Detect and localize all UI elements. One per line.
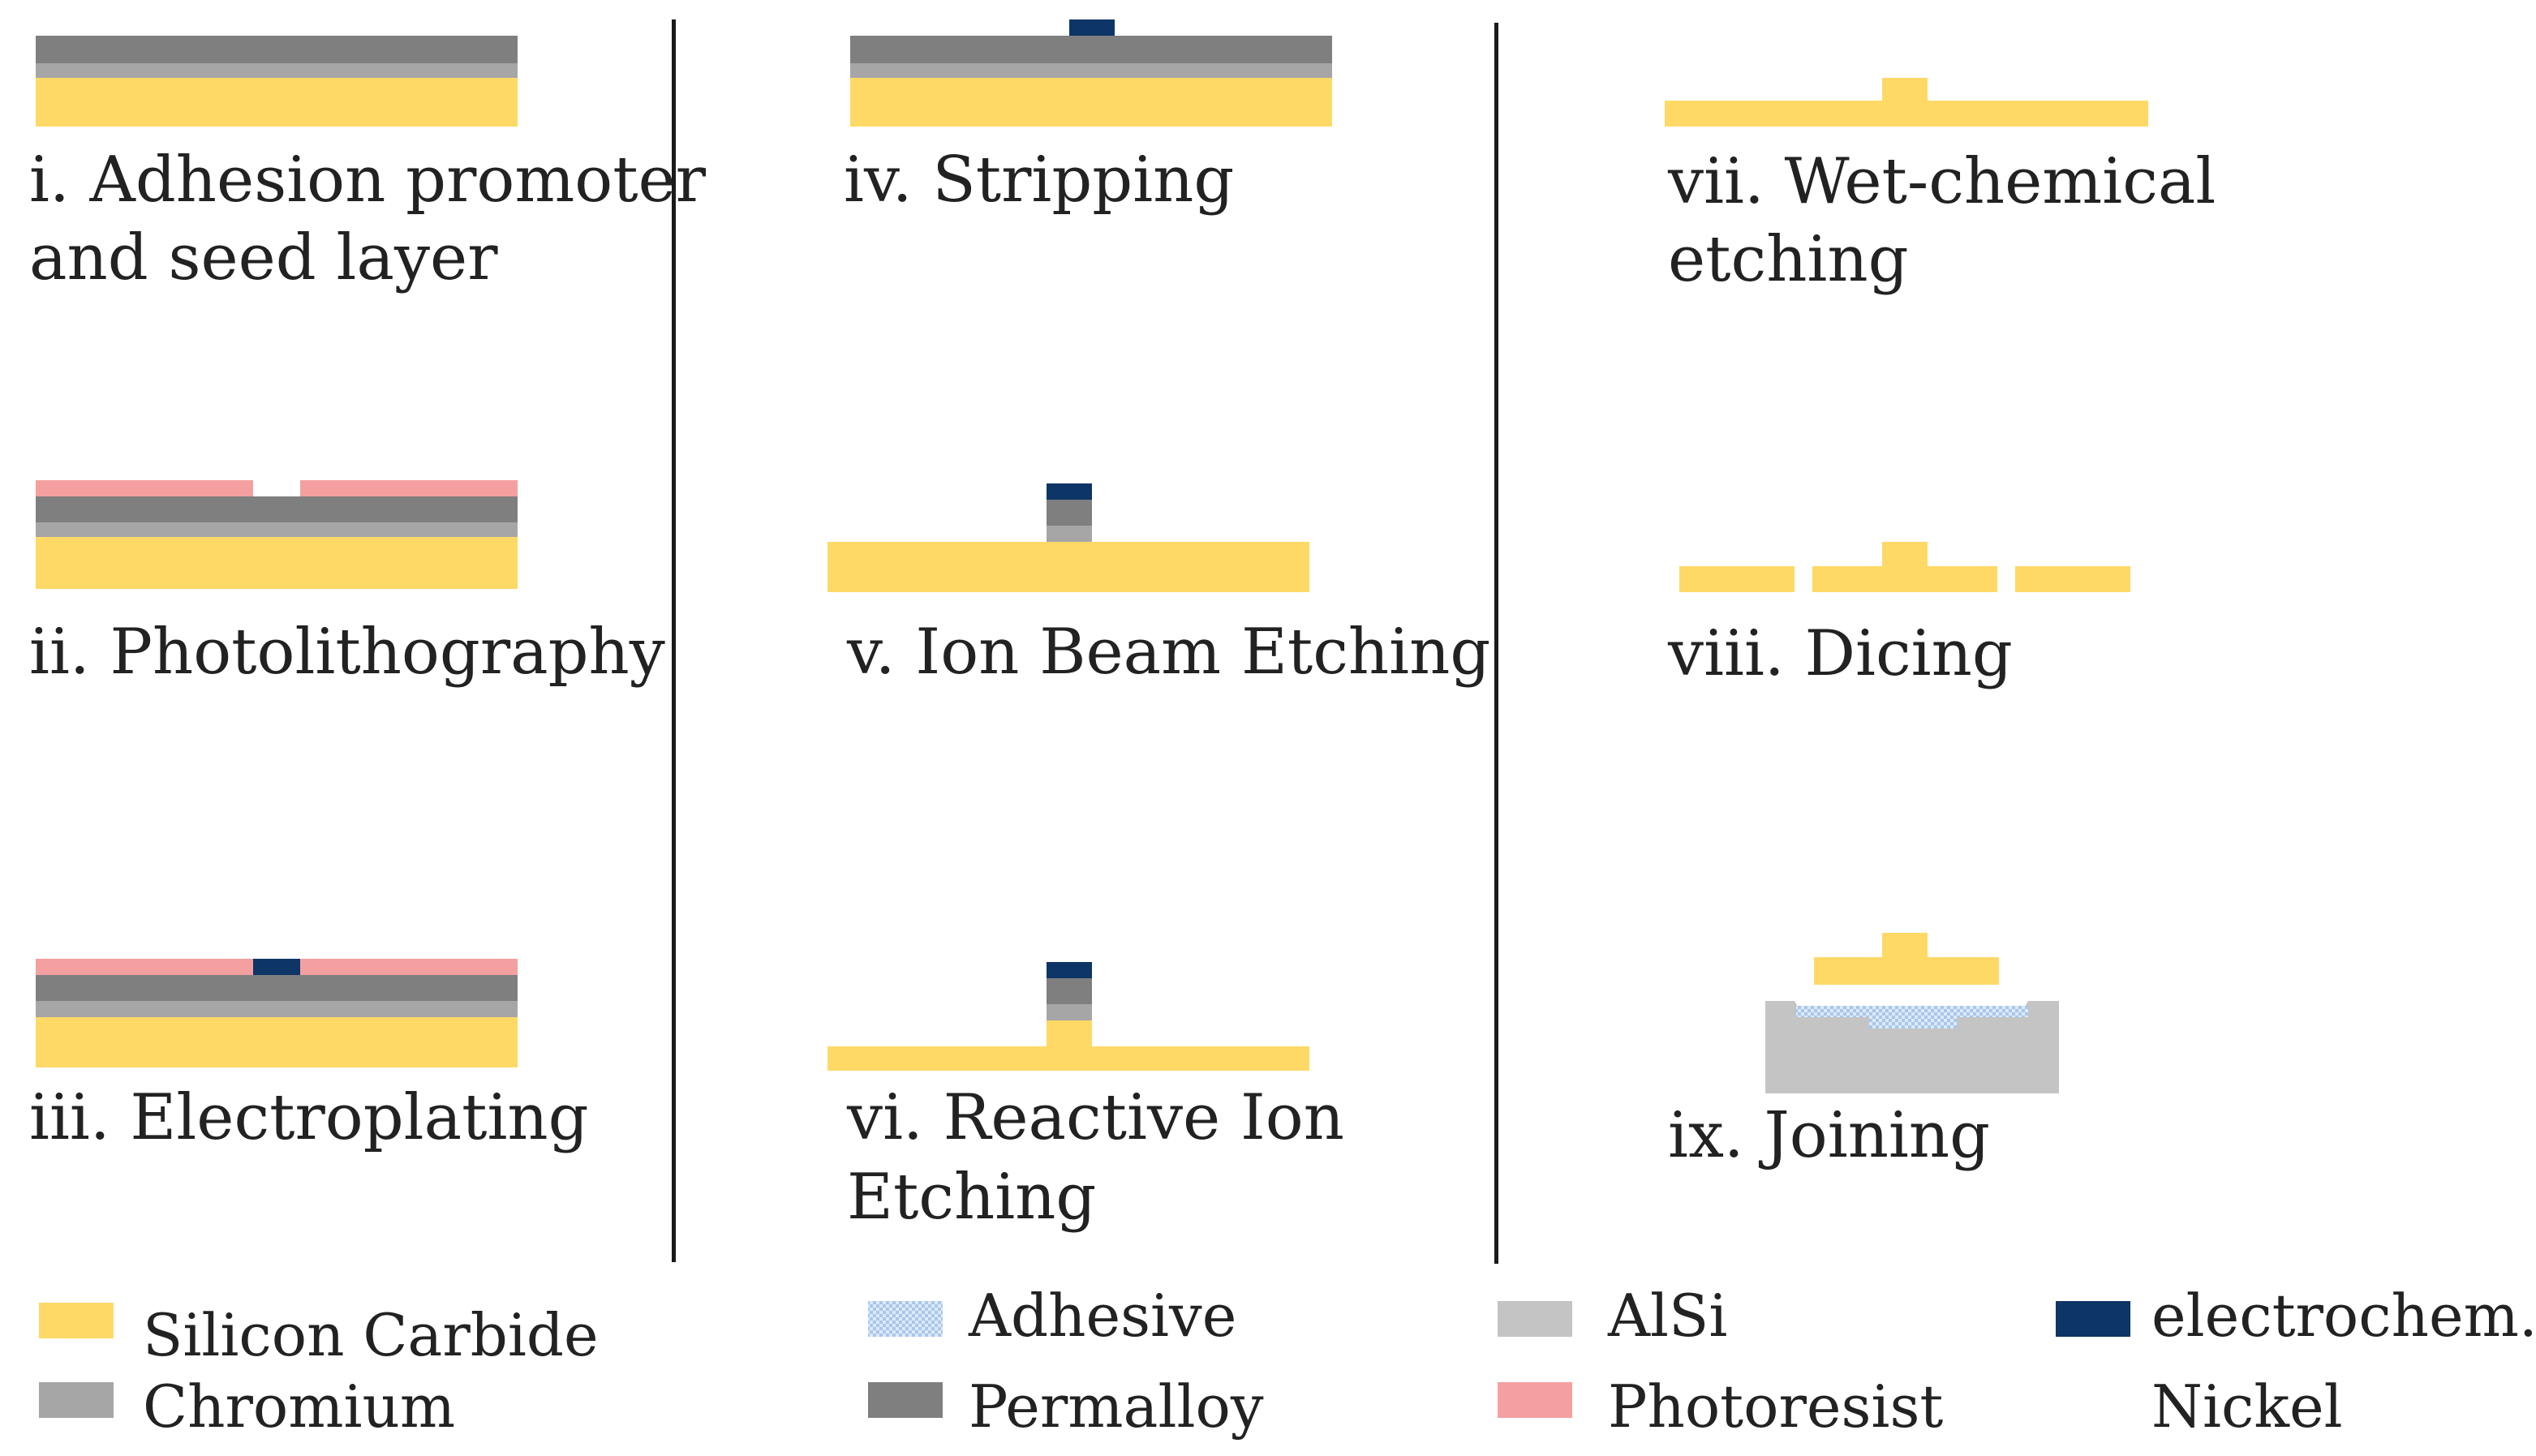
chromium-pillar — [1047, 1004, 1092, 1020]
legend-swatch-permalloy — [868, 1382, 943, 1418]
legend-swatch-adhesive — [868, 1301, 943, 1337]
chromium-layer — [36, 63, 518, 78]
legend-swatch-alsi — [1498, 1301, 1572, 1337]
step-label-iii-line1: iii. Electroplating — [29, 1081, 589, 1154]
column-divider-right — [1494, 23, 1498, 1264]
silicon-carbide-substrate — [1665, 101, 2148, 127]
step-label-viii-line1: viii. Dicing — [1668, 617, 2013, 690]
legend-swatch-nickel — [2056, 1301, 2130, 1337]
step-label-v-line1: v. Ion Beam Etching — [847, 616, 1491, 689]
photoresist-left — [36, 959, 253, 975]
step-label-i-line1: i. Adhesion promoter — [29, 144, 707, 217]
step-ii-stack — [36, 480, 518, 589]
diced-piece-center — [1812, 566, 1997, 592]
step-label-vii-line1: vii. Wet-chemical — [1668, 145, 2216, 218]
step-label-ix-line1: ix. Joining — [1668, 1099, 1991, 1172]
diced-piece-right — [2015, 566, 2130, 592]
step-viii-stack — [1679, 542, 2130, 592]
step-label-ii-line1: ii. Photolithography — [29, 616, 665, 689]
permalloy-layer — [36, 36, 518, 63]
legend-swatch-chromium — [39, 1382, 114, 1418]
legend-swatch-silicon-carbide — [39, 1303, 114, 1338]
diced-piece-left — [1679, 566, 1795, 592]
silicon-carbide-substrate — [850, 78, 1332, 127]
permalloy-layer — [850, 36, 1332, 63]
legend-swatches — [39, 1301, 2130, 1418]
adhesive-layer — [1796, 1006, 2028, 1017]
legend-label-alsi: AlSi — [1608, 1282, 1728, 1350]
legend-label-nickel-line1: electrochem. — [2151, 1282, 2536, 1350]
nickel-deposit — [1069, 19, 1115, 36]
legend-label-permalloy: Permalloy — [969, 1372, 1264, 1441]
permalloy-pillar — [1047, 978, 1092, 1004]
silicon-carbide-mesa — [1882, 542, 1928, 566]
chromium-layer — [36, 1001, 518, 1017]
step-v-stack — [827, 483, 1309, 592]
step-vii-stack — [1665, 78, 2148, 127]
permalloy-layer — [36, 496, 518, 522]
legend-label-photoresist: Photoresist — [1608, 1372, 1944, 1441]
silicon-carbide-chip — [1814, 957, 1999, 985]
chromium-layer — [36, 522, 518, 537]
legend-label-adhesive: Adhesive — [969, 1282, 1237, 1350]
step-label-i-line2: and seed layer — [29, 221, 498, 294]
step-i-stack — [36, 36, 518, 127]
silicon-carbide-substrate — [36, 78, 518, 127]
step-vi-stack — [827, 962, 1309, 1071]
silicon-carbide-substrate — [827, 1046, 1309, 1071]
nickel-deposit — [253, 959, 300, 975]
nickel-mask — [1047, 962, 1092, 978]
step-label-vii-line2: etching — [1668, 223, 1909, 296]
silicon-carbide-mesa — [1882, 933, 1928, 957]
legend-label-nickel-line2: Nickel — [2151, 1372, 2343, 1441]
alsi-carrier — [1765, 1001, 2059, 1093]
chromium-layer — [850, 63, 1332, 78]
legend-label-chromium: Chromium — [143, 1372, 456, 1441]
adhesive-fill — [1869, 1017, 1957, 1029]
step-iv-stack — [850, 19, 1332, 127]
step-ix-stack — [1765, 933, 2059, 1093]
step-label-vi-line2: Etching — [847, 1161, 1097, 1234]
permalloy-layer — [36, 975, 518, 1001]
photoresist-left — [36, 480, 253, 496]
photoresist-right — [300, 959, 518, 975]
step-label-vi-line1: vi. Reactive Ion — [847, 1081, 1344, 1154]
silicon-carbide-substrate — [827, 542, 1309, 592]
step-iii-stack — [36, 959, 518, 1067]
silicon-carbide-substrate — [36, 537, 518, 589]
nickel-mask — [1047, 483, 1092, 500]
silicon-carbide-mesa — [1047, 1020, 1092, 1046]
legend-label-silicon-carbide: Silicon Carbide — [143, 1301, 599, 1369]
photoresist-right — [300, 480, 518, 496]
step-label-iv-line1: iv. Stripping — [844, 144, 1235, 217]
silicon-carbide-substrate — [36, 1017, 518, 1067]
silicon-carbide-mesa — [1882, 78, 1928, 101]
permalloy-pillar — [1047, 500, 1092, 526]
legend-swatch-photoresist — [1498, 1382, 1572, 1418]
chromium-pillar — [1047, 526, 1092, 542]
column-divider-left — [672, 19, 676, 1262]
